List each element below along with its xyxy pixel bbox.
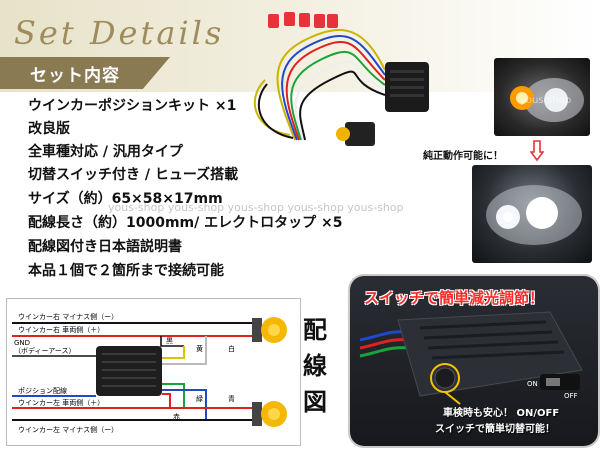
label-body-earth: （ボディーアース）	[14, 346, 75, 355]
spec-kit: ウインカーポジションキット ×1	[28, 98, 237, 114]
tag-char-2: 線	[303, 352, 327, 380]
spec-connections: 本品１個で２箇所まで接続可能	[28, 263, 224, 279]
watermark: yous-shop yous-shop yous-shop yous-shop …	[108, 201, 404, 214]
label-left-minus: ウインカー左 マイナス側（ー）	[18, 425, 118, 434]
photo-caption: 純正動作可能に！	[423, 151, 503, 162]
tag-char-1: 配	[303, 316, 327, 344]
spec-manual: 配線図付き日本語説明書	[28, 239, 182, 255]
spec-switch-fuse: 切替スイッチ付き / ヒューズ搭載	[28, 167, 239, 183]
switch-module-photo: ON OFF	[359, 311, 583, 405]
spec-improved: 改良版	[28, 121, 70, 137]
photo-watermark: yous-shop	[520, 95, 572, 106]
switch-note-toggle: スイッチで簡単切替可能！	[435, 424, 555, 435]
section-tab	[0, 57, 170, 89]
section-title: セット内容	[30, 66, 120, 86]
spec-size: サイズ（約）65×58×17mm	[28, 191, 223, 207]
headlight-photo-after	[472, 165, 592, 263]
wire-color-black: 黒	[166, 337, 173, 345]
label-left-plus: ウインカー左 車両側（＋）	[18, 398, 104, 407]
wire-color-green: 緑	[196, 394, 203, 403]
wiring-diagram-tag: 配 線 図	[300, 312, 330, 430]
kit-product-photo	[253, 12, 429, 146]
wire-color-yellow: 黄	[196, 344, 203, 353]
label-position: ポジション配線	[18, 386, 67, 395]
label-gnd: GND	[14, 339, 30, 347]
switch-on-label: ON	[527, 380, 538, 388]
switch-note-inspection: 車検時も安心！ ON/OFF	[443, 408, 560, 419]
label-right-plus: ウインカー右 車両側（＋）	[18, 325, 104, 334]
headlight-photo-before	[494, 58, 590, 136]
wire-color-blue: 青	[228, 394, 235, 403]
down-arrow-icon	[530, 140, 544, 162]
wire-color-white: 白	[228, 344, 235, 353]
spec-universal: 全車種対応 / 汎用タイプ	[28, 144, 183, 160]
wire-color-red: 赤	[173, 413, 180, 421]
tag-char-3: 図	[303, 388, 327, 416]
set-details-heading: Set Details	[14, 14, 225, 52]
label-right-minus: ウインカー右 マイナス側（ー）	[18, 312, 118, 321]
spec-wire-length: 配線長さ（約）1000mm/ エレクトロタップ ×5	[28, 215, 343, 231]
switch-callout-title: スイッチで簡単減光調節！	[364, 289, 545, 307]
switch-off-label: OFF	[564, 392, 578, 400]
wiring-diagram: ウインカー右 マイナス側（ー） ウインカー右 車両側（＋） GND （ボディーア…	[6, 298, 301, 446]
